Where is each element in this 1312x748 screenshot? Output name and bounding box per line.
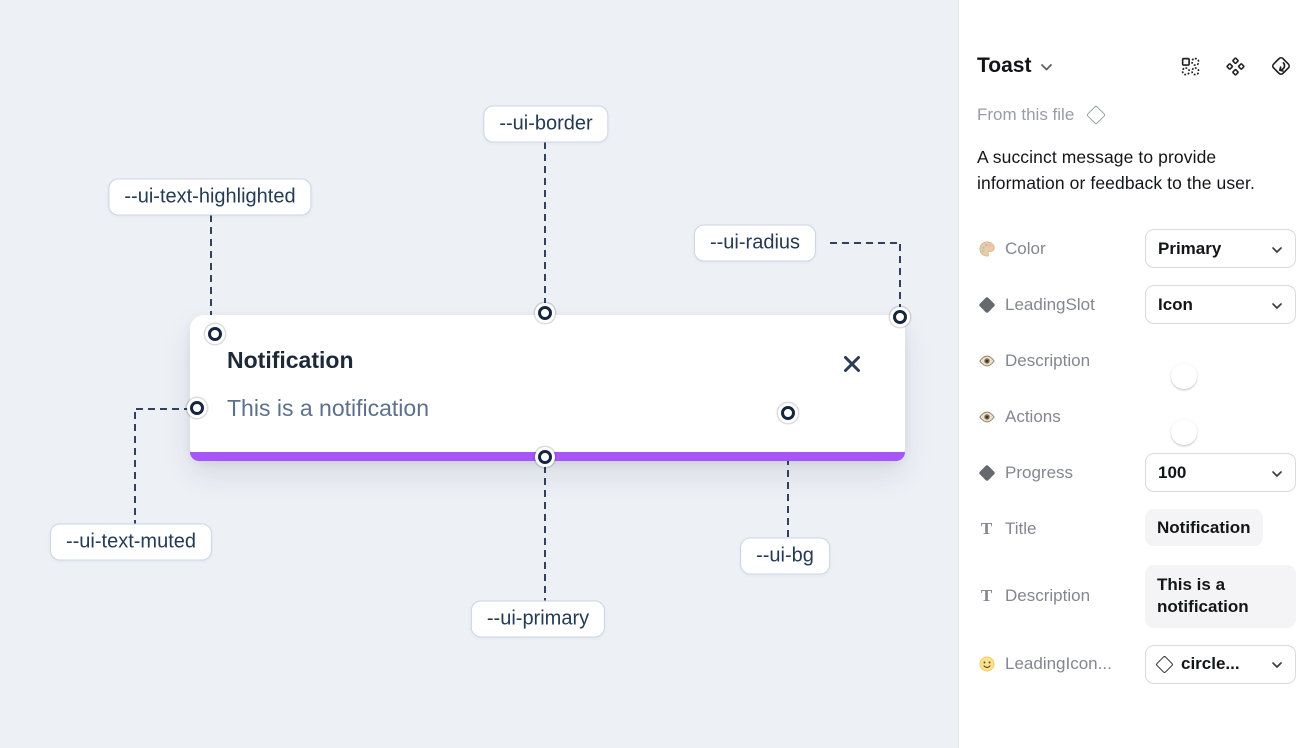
text-icon: T (980, 518, 993, 538)
prop-label-description-text: T Description (977, 586, 1090, 606)
connector-text-muted-vertical (134, 412, 136, 524)
connector-border (544, 142, 546, 304)
annotation-ui-bg: --ui-bg (740, 537, 830, 575)
prop-row-leadingslot: LeadingSlot Icon (959, 277, 1312, 333)
connector-text-highlighted (210, 215, 212, 325)
palette-icon (977, 240, 996, 258)
smiley-icon (977, 655, 996, 673)
prop-label-description: Description (977, 351, 1090, 371)
chevron-down-icon (1271, 654, 1283, 674)
leadingslot-select[interactable]: Icon (1145, 285, 1296, 324)
diamond-outline-icon (1155, 655, 1174, 674)
properties-panel: Toast (958, 0, 1312, 748)
eye-icon (977, 408, 996, 426)
component-icon[interactable] (1225, 56, 1246, 77)
chevron-down-icon (1271, 239, 1283, 259)
connector-primary (544, 466, 546, 601)
prop-row-progress: Progress 100 (959, 445, 1312, 501)
leadingicon-select[interactable]: circle... (1145, 644, 1296, 684)
connector-radius-vertical (899, 244, 901, 308)
toast-close-button[interactable] (841, 353, 863, 375)
panel-header: Toast (959, 54, 1312, 78)
progress-select[interactable]: 100 (1145, 453, 1296, 492)
prop-row-title: T Title Notification (959, 501, 1312, 557)
annotation-ui-primary: --ui-primary (470, 600, 606, 638)
toast-component: Notification This is a notification (190, 315, 905, 461)
title-input[interactable]: Notification (1145, 509, 1263, 547)
prop-row-color: Color Primary (959, 221, 1312, 277)
source-label: From this file (977, 105, 1075, 124)
connector-radius-horizontal (830, 242, 902, 244)
prop-label-actions: Actions (977, 407, 1061, 427)
component-description: A succinct message to provide informatio… (977, 147, 1255, 194)
chevron-down-icon[interactable] (1040, 59, 1053, 77)
prop-label-leadingicon: LeadingIcon... (977, 654, 1112, 674)
toast-description: This is a notification (227, 395, 429, 421)
eye-icon (977, 352, 996, 370)
connector-bg (787, 422, 789, 538)
prop-row-leadingicon: LeadingIcon... circle... (959, 636, 1312, 692)
chevron-down-icon (1271, 295, 1283, 315)
prop-label-color: Color (977, 239, 1046, 259)
annotation-ui-radius: --ui-radius (693, 224, 817, 262)
text-icon: T (980, 586, 993, 606)
x-icon (844, 356, 860, 372)
prop-label-title: T Title (977, 519, 1037, 539)
anchor-dot-bg (781, 406, 795, 420)
anchor-dot-primary (538, 450, 552, 464)
prop-label-progress: Progress (977, 463, 1073, 483)
component-name: Toast (977, 54, 1032, 77)
anchor-dot-text-muted (190, 401, 204, 415)
annotation-ui-text-muted: --ui-text-muted (49, 523, 213, 561)
anchor-dot-border (538, 306, 552, 320)
anchor-dot-text-highlighted (208, 327, 222, 341)
diamond-outline-icon (1086, 105, 1107, 125)
anchor-dot-radius (893, 310, 907, 324)
annotation-ui-text-highlighted: --ui-text-highlighted (108, 178, 312, 216)
annotation-ui-border: --ui-border (483, 105, 609, 143)
component-source: From this file (959, 105, 1312, 125)
toast-title: Notification (227, 347, 354, 373)
prop-row-actions-toggle: Actions (959, 389, 1312, 445)
description-input[interactable]: This is a notification (1145, 564, 1296, 629)
color-select[interactable]: Primary (1145, 229, 1296, 268)
diamond-icon (977, 296, 996, 313)
prop-row-description-toggle: Description (959, 333, 1312, 389)
variants-grid-icon[interactable] (1180, 56, 1201, 77)
connector-text-muted-horizontal (136, 408, 188, 410)
go-to-main-component-icon[interactable] (1270, 55, 1292, 77)
diamond-icon (977, 464, 996, 481)
property-list: Color Primary LeadingSlot Icon (959, 221, 1312, 693)
prop-label-leadingslot: LeadingSlot (977, 295, 1095, 315)
prop-row-description-text: T Description This is a notification (959, 557, 1312, 637)
component-preview-canvas: Notification This is a notification --ui… (0, 0, 958, 748)
chevron-down-icon (1271, 463, 1283, 483)
